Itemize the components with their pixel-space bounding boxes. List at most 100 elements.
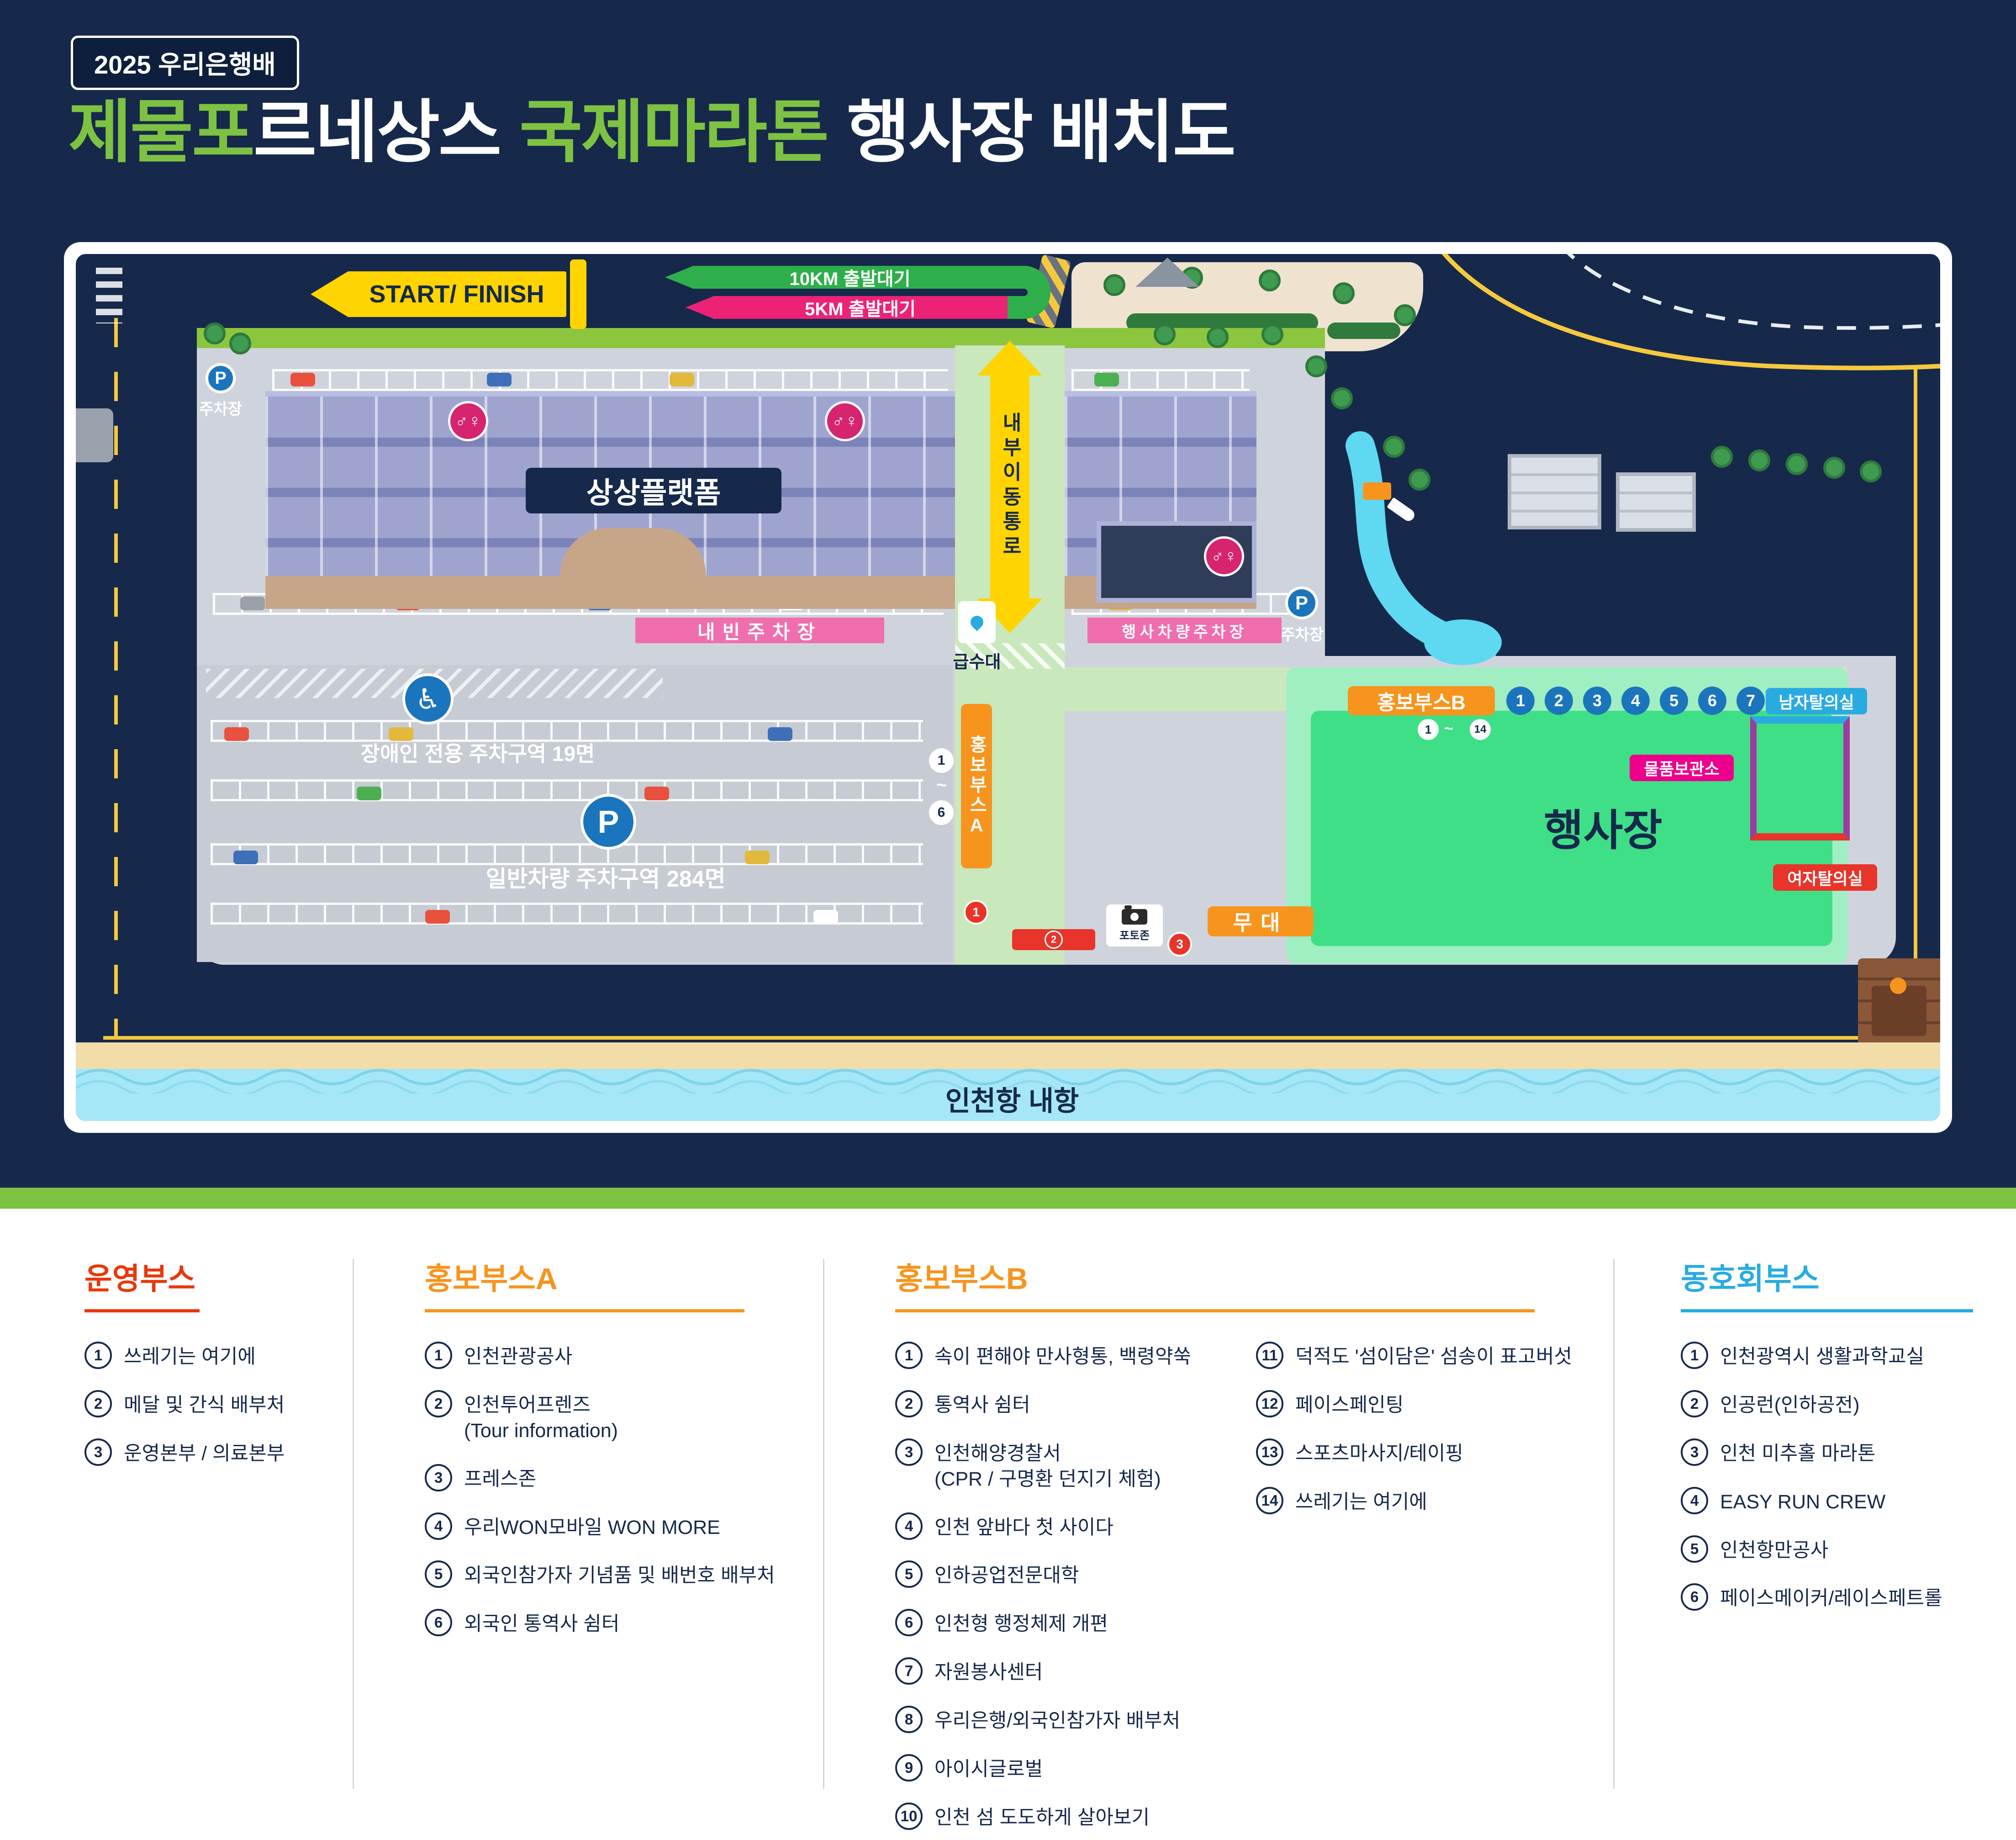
km10-arrowhead	[665, 266, 693, 289]
item-label: 인천 미추홀 마라톤	[1720, 1442, 1876, 1465]
item-number: 5	[895, 1560, 923, 1588]
start-finish-arrowhead	[311, 271, 348, 317]
road-line-right	[1914, 368, 1917, 1036]
item-label: 프레스존	[464, 1468, 537, 1490]
parking-icon: P	[1285, 587, 1318, 619]
parking-stalls	[211, 779, 923, 801]
parking-icon: P	[206, 363, 236, 393]
item-label: 스포츠마사지/테이핑	[1295, 1442, 1463, 1465]
booth-b-number-7: 7	[1736, 687, 1765, 715]
item-label: 인천 섬 도도하게 살아보기	[934, 1806, 1150, 1829]
event-area	[1311, 711, 1832, 946]
tree-icon	[1711, 446, 1733, 468]
tree-icon	[1333, 282, 1355, 304]
building	[1508, 454, 1601, 529]
tree-icon	[1259, 270, 1281, 291]
tree-icon	[1305, 355, 1327, 377]
corridor-label: 내부이동통로	[999, 412, 1021, 560]
general-parking-lot: ♿ 장애인 전용 주차구역 19면 P 일반차량 주차구역 284면	[197, 665, 953, 962]
item-label: 메달 및 간식 배부처	[124, 1394, 285, 1416]
item-number: 3	[895, 1438, 923, 1466]
parking-stalls	[211, 720, 923, 742]
parking-label-top: 주차장	[199, 401, 242, 418]
item-number: 2	[895, 1390, 923, 1417]
item-number: 1	[895, 1342, 923, 1369]
item-label: 인천형 행정체제 개편	[934, 1613, 1108, 1635]
general-parking-label: 일반차량 주차구역 284면	[486, 866, 726, 892]
booth-a-label: 홍보부스A	[961, 704, 992, 868]
toilet-icon: ♂♀	[1204, 536, 1244, 576]
item-number: 5	[425, 1560, 452, 1588]
separator-stripe	[0, 1188, 2016, 1209]
tree-icon	[1409, 469, 1430, 491]
parking-stalls	[272, 369, 948, 391]
car-icon	[768, 727, 792, 741]
harbor-water	[76, 1069, 1940, 1121]
car-icon	[290, 373, 315, 386]
booth-a-range-tilde: ~	[936, 776, 947, 795]
car-icon	[224, 727, 249, 741]
event-area-label: 행사장	[1544, 806, 1662, 854]
grass-strip	[197, 328, 1325, 348]
wheelchair-icon: ♿	[402, 673, 454, 724]
map-frame: 상상플랫폼 ♂♀ ♂♀ ♂♀ P 주차장 P 주차장 내빈주차장 행사차량주차장	[64, 242, 1952, 1133]
booth-a-title: 홍보부스A	[425, 1262, 558, 1295]
start-gantry	[570, 259, 586, 329]
parking-stalls	[211, 903, 923, 925]
item-number: 2	[84, 1390, 112, 1417]
road-line-bottom	[103, 1036, 1921, 1040]
tree-icon	[1207, 326, 1229, 348]
water-station-icon	[958, 601, 996, 643]
item-number: 6	[1681, 1583, 1708, 1611]
column-divider	[353, 1259, 354, 1789]
booth-b-number-5: 5	[1660, 687, 1688, 715]
water-station-label: 급수대	[953, 653, 1001, 672]
item-number: 5	[1681, 1535, 1708, 1563]
title-part-3: 국제마라톤	[519, 94, 829, 170]
item-label-line2: (Tour information)	[464, 1419, 618, 1442]
booth-a-range-to: 6	[929, 800, 954, 825]
item-label: 인하공업전문대학	[934, 1565, 1079, 1587]
tree-icon	[1860, 460, 1882, 482]
corridor-crosswalk	[955, 643, 1065, 669]
item-label: 통역사 쉼터	[934, 1394, 1030, 1416]
item-label: EASY RUN CREW	[1720, 1491, 1886, 1513]
booth-b-range-from: 1	[1418, 719, 1439, 740]
car-icon	[644, 787, 669, 800]
item-number: 2	[425, 1390, 452, 1417]
booth-b-number-4: 4	[1621, 687, 1650, 715]
beach-sand	[76, 1042, 1940, 1069]
item-label: 페이스페인팅	[1295, 1394, 1404, 1416]
item-number: 3	[84, 1438, 112, 1466]
km5-arrowhead	[686, 296, 714, 319]
building-base	[265, 576, 955, 609]
ops-marker-3: 3	[1167, 932, 1192, 957]
item-label: 인천관광공사	[464, 1346, 573, 1368]
tree-icon	[1823, 457, 1845, 479]
item-number: 3	[425, 1464, 452, 1491]
mens-changing-room-label: 남자탈의실	[1766, 688, 1867, 714]
car-icon	[813, 910, 838, 924]
item-label: 우리은행/외국인참가자 배부처	[934, 1710, 1181, 1732]
item-label: 자원봉사센터	[934, 1661, 1043, 1684]
legend-item: 5 인천항만공사	[1681, 1535, 2000, 1564]
small-pier	[76, 408, 113, 462]
tree-icon	[1154, 323, 1176, 345]
title-part-4: 행사장 배치도	[847, 94, 1236, 170]
item-number: 1	[425, 1342, 452, 1369]
item-label: 인천항만공사	[1720, 1539, 1829, 1561]
club-title: 동호회부스	[1681, 1262, 1820, 1295]
pond	[1424, 619, 1502, 665]
km5-wait-label: 5KM 출발대기	[713, 296, 1008, 319]
